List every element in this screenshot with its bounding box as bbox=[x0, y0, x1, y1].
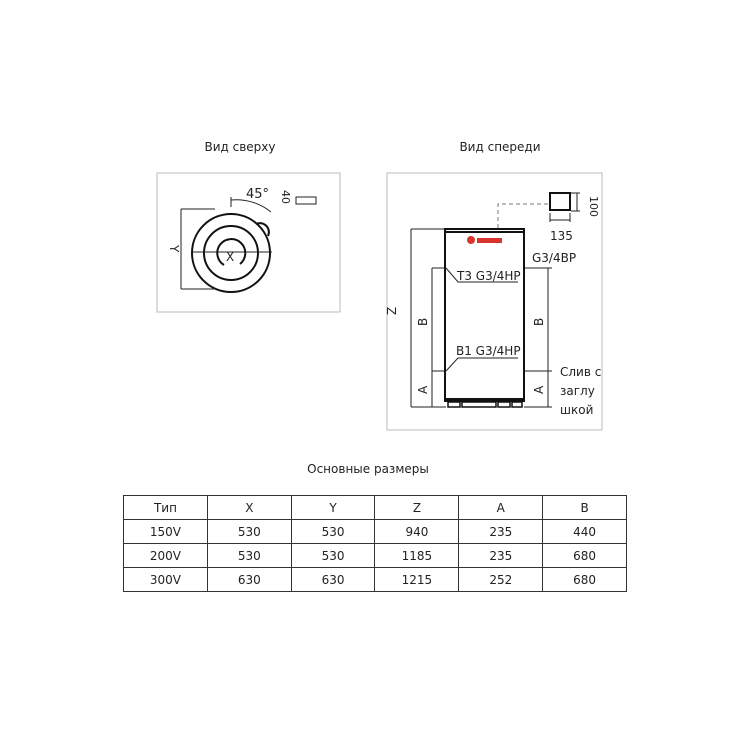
angle-label: 45° bbox=[246, 187, 269, 202]
dim-a-right-label: A bbox=[532, 385, 546, 394]
cell: 530 bbox=[290, 543, 376, 568]
cell: 680 bbox=[542, 567, 627, 592]
dim-40-label: 40 bbox=[279, 190, 292, 204]
cell: 940 bbox=[374, 519, 460, 544]
outer-circle bbox=[191, 213, 271, 293]
front-view-frame bbox=[386, 172, 603, 431]
cell: 680 bbox=[542, 543, 627, 568]
drain-label-3: шкой bbox=[560, 403, 593, 417]
dim-z-label: Z bbox=[385, 307, 399, 315]
cell: 530 bbox=[206, 519, 292, 544]
top-view-diagram: 45° 40 Y X 100 135 G3/4BP T3 G3/4HP B1 G… bbox=[156, 172, 603, 431]
cell: 530 bbox=[290, 519, 376, 544]
dim-100-label: 100 bbox=[587, 196, 600, 217]
cell: 200V bbox=[123, 543, 208, 568]
inner-arc bbox=[216, 238, 247, 266]
control-box bbox=[549, 192, 571, 211]
header-cell: A bbox=[458, 495, 544, 520]
tank-body bbox=[444, 228, 525, 402]
dim-a-left-label: A bbox=[416, 385, 430, 394]
cell: 1185 bbox=[374, 543, 460, 568]
dim-135-label: 135 bbox=[550, 229, 573, 243]
g34bp-label: G3/4BP bbox=[532, 251, 576, 265]
top-view-frame bbox=[156, 172, 341, 313]
cell: 252 bbox=[458, 567, 544, 592]
cell: 300V bbox=[123, 567, 208, 592]
outlet-bump bbox=[255, 222, 270, 237]
table-title: Основные размеры bbox=[307, 462, 429, 476]
middle-circle bbox=[203, 225, 259, 281]
cell: 1215 bbox=[374, 567, 460, 592]
dim-b-left-label: B bbox=[416, 318, 430, 326]
top-view-title: Вид сверху bbox=[204, 140, 276, 154]
cell: 530 bbox=[206, 543, 292, 568]
cell: 440 bbox=[542, 519, 627, 544]
b1-label: B1 G3/4HP bbox=[456, 344, 521, 358]
cell: 235 bbox=[458, 519, 544, 544]
header-cell: Тип bbox=[123, 495, 208, 520]
cell: 235 bbox=[458, 543, 544, 568]
drain-label-2: заглу bbox=[560, 384, 595, 398]
front-view-title: Вид спереди bbox=[459, 140, 541, 154]
header-cell: Z bbox=[374, 495, 460, 520]
dim-b-right-label: B bbox=[532, 318, 546, 326]
logo bbox=[467, 236, 502, 244]
header-cell: Y bbox=[290, 495, 376, 520]
tank-feet bbox=[447, 401, 523, 408]
header-cell: B bbox=[542, 495, 627, 520]
drain-label-1: Слив с bbox=[560, 365, 601, 379]
dim-x-label: X bbox=[226, 250, 234, 264]
t3-label: T3 G3/4HP bbox=[456, 269, 521, 283]
dim-y-label: Y bbox=[167, 244, 181, 253]
header-cell: X bbox=[206, 495, 292, 520]
cell: 630 bbox=[206, 567, 292, 592]
cell: 630 bbox=[290, 567, 376, 592]
cell: 150V bbox=[123, 519, 208, 544]
